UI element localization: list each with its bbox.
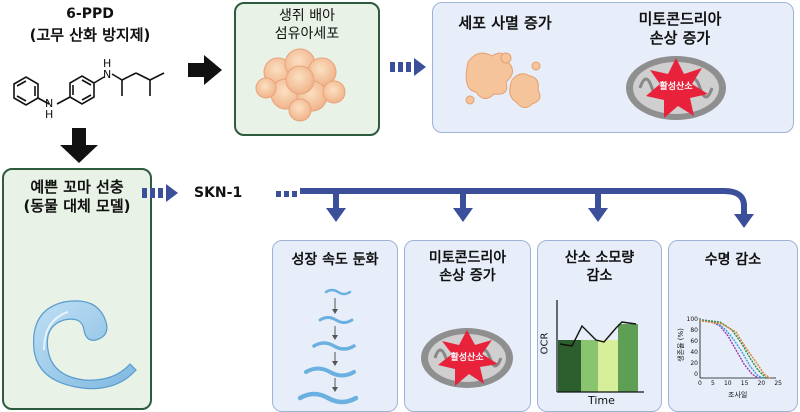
- lifespan-chart: [699, 318, 776, 379]
- gene-label: SKN-1: [194, 185, 243, 201]
- panel-lifespan: [668, 240, 798, 412]
- compound-desc: (고무 산화 방지제): [29, 26, 151, 44]
- mitochondria-bottom: [421, 328, 513, 388]
- effect-apoptosis-title: 세포 사멸 증가: [458, 14, 552, 32]
- arrow-right-dark: [188, 55, 222, 85]
- skn1-connector: [276, 188, 754, 228]
- ocr-chart: [556, 300, 644, 393]
- ocr-xlabel: Time: [588, 394, 615, 407]
- dashed-arrow-top: [390, 58, 426, 76]
- growth-arrows: [332, 298, 338, 392]
- arrow-down-dark: [60, 128, 98, 163]
- mitochondria-top: [626, 56, 726, 120]
- panel-lifespan-title: 수명 감소: [704, 252, 762, 268]
- ocr-ylabel: OCR: [539, 332, 551, 355]
- lifespan-ylabel: 생존율 (%): [676, 328, 685, 362]
- dashed-arrow-skn1: [142, 184, 178, 202]
- worm-box-title: 예쁜 꼬마 선충(동물 대체 모델): [23, 178, 131, 215]
- apoptotic-cells: [465, 52, 541, 108]
- ros-badge-top: 활성산소: [659, 82, 693, 92]
- cell-cluster: [255, 48, 346, 122]
- panel-growth-title: 성장 속도 둔화: [291, 252, 379, 268]
- compound-name: 6-PPD: [66, 6, 114, 22]
- growth-worms: [297, 288, 359, 405]
- lifespan-xlabel: 조사일: [728, 391, 748, 399]
- molecule-structure: [13, 72, 165, 106]
- worm-illustration: [32, 300, 137, 390]
- ros-badge-bottom: 활성산소: [450, 353, 484, 363]
